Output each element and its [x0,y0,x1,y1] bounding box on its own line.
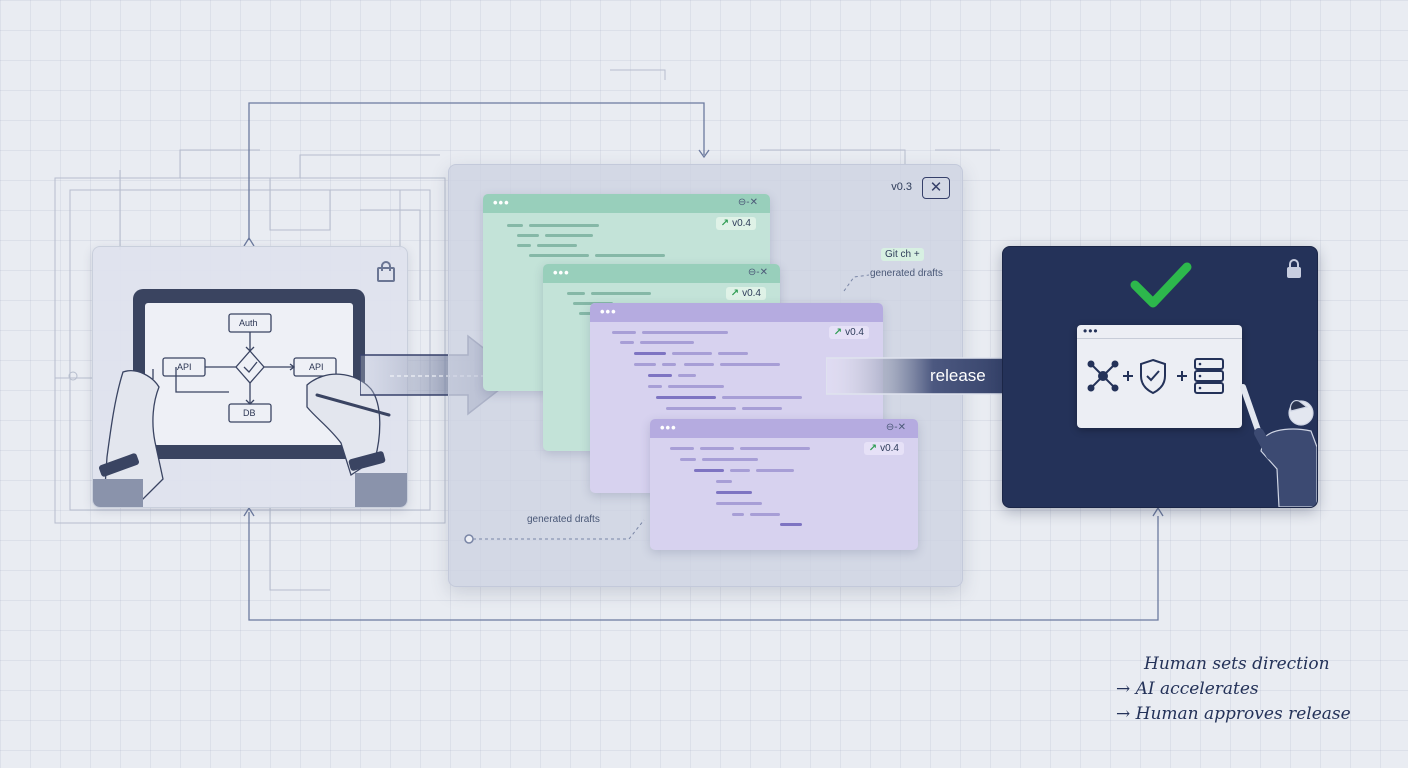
node-auth-label: Auth [239,318,258,328]
version-tag: ↗v0.4 [828,326,869,339]
release-window[interactable]: ••• [1077,325,1242,428]
window-dots: ••• [660,420,677,435]
version-tag: ↗v0.4 [715,217,756,230]
node-db-label: DB [243,408,256,418]
version-tag: ↗v0.4 [725,287,766,300]
release-components [1087,358,1224,395]
history-icon[interactable]: ⊖-✕ [747,267,768,278]
tablet [133,289,365,459]
approved-release-panel: ••• [1002,246,1318,508]
version-tag: ↗v0.4 [863,442,904,455]
lock-icon [377,261,395,282]
code-lines [590,323,883,493]
lock-icon [1287,259,1301,278]
generated-drafts-label-bottom: generated drafts [527,514,600,525]
code-lines [483,214,770,391]
close-icon[interactable]: ✕ [922,177,950,199]
window-dots: ••• [493,195,510,210]
release-label: release [930,366,986,385]
flowchart-sketch [93,313,407,507]
check-icon [1130,262,1192,308]
generated-drafts-label-top: generated drafts [870,268,943,279]
legend-line-2: → AI accelerates [1116,679,1259,699]
window-titlebar [1077,325,1242,339]
history-icon[interactable]: ⊖-✕ [885,422,906,433]
node-api-right-label: API [309,362,324,372]
design-sketch-panel: Auth API API DB [92,246,408,508]
window-dots: ••• [553,265,570,280]
history-icon[interactable]: ⊖-✕ [737,197,758,208]
window-dots: ••• [600,304,617,319]
tablet-screen [145,303,353,445]
window-dots: ••• [1083,324,1099,338]
drafts-connector [464,274,870,544]
node-api-left-label: API [177,362,192,372]
version-badge: v0.3 [891,181,912,193]
legend-line-1: Human sets direction [1144,654,1330,674]
legend-line-3: → Human approves release [1116,704,1351,724]
code-editor-4[interactable]: ••• ⊖-✕ ↗v0.4 [650,419,918,550]
git-changes-badge: Git ch + [881,248,924,261]
code-lines [650,439,918,550]
reviewer-figure [1240,384,1317,507]
